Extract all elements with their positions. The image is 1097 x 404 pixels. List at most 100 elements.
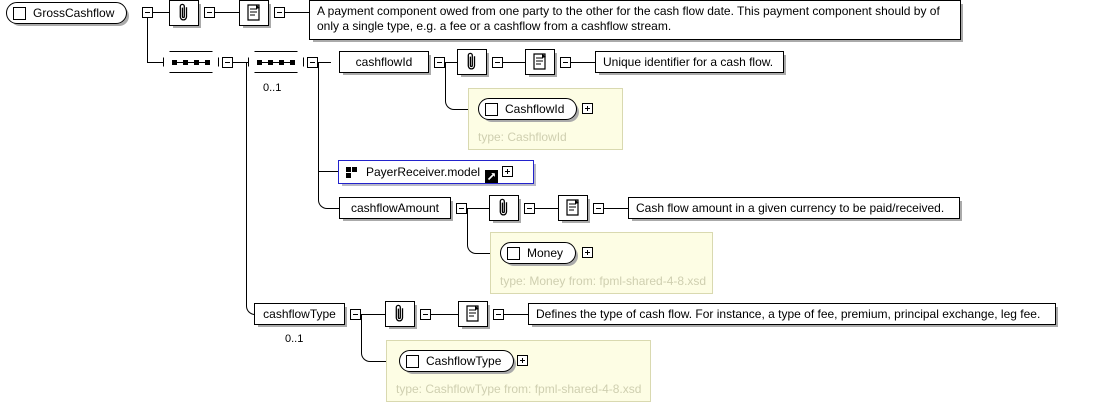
root-element-grosscashflow[interactable]: GrossCashflow xyxy=(6,2,128,24)
expand-toggle-cashflowid-type[interactable] xyxy=(582,103,593,114)
collapse-toggle-annotation-cashflowid[interactable] xyxy=(492,57,503,68)
connector-line xyxy=(445,62,446,85)
type-reference-label: CashflowType xyxy=(426,354,502,368)
documentation-icon-cashflowamount[interactable] xyxy=(558,195,588,221)
element-icon xyxy=(406,354,419,368)
connector-line xyxy=(215,12,239,13)
connector-line xyxy=(458,109,468,110)
connector-line xyxy=(604,208,628,209)
type-panel-cashflowid: CashflowId type: CashflowId xyxy=(468,88,623,150)
type-panel-cashflowtype: CashflowType type: CashflowType from: fp… xyxy=(386,340,651,402)
connector-line xyxy=(318,62,319,200)
connector-elbow xyxy=(361,340,376,362)
documentation-icon-cashflowid[interactable] xyxy=(525,49,555,75)
documentation-icon-root[interactable] xyxy=(239,0,269,26)
root-element-label: GrossCashflow xyxy=(33,6,115,20)
annotation-icon-cashflowtype[interactable] xyxy=(385,301,415,327)
connector-line xyxy=(431,314,458,315)
type-reference-label: CashflowId xyxy=(505,102,565,116)
element-cashflowtype[interactable]: cashflowType xyxy=(254,303,345,325)
annotation-icon-cashflowamount[interactable] xyxy=(489,195,519,221)
paperclip-icon xyxy=(467,52,476,70)
element-icon xyxy=(485,102,498,116)
collapse-toggle-sequence-inner[interactable] xyxy=(307,57,318,68)
documentation-icon-cashflowtype[interactable] xyxy=(458,301,488,327)
connector-line xyxy=(467,208,489,209)
collapse-toggle-cashflowamount[interactable] xyxy=(456,203,467,214)
description-cashflowid: Unique identifier for a cash flow. xyxy=(595,51,784,73)
type-reference-money[interactable]: Money xyxy=(500,242,577,264)
cardinality-cashflowtype: 0..1 xyxy=(285,333,304,345)
collapse-toggle-documentation-cashflowamount[interactable] xyxy=(593,203,604,214)
element-cashflowid[interactable]: cashflowId xyxy=(339,51,429,73)
connector-line xyxy=(467,208,468,232)
connector-line xyxy=(374,361,386,362)
type-reference-cashflowtype[interactable]: CashflowType xyxy=(399,350,515,372)
type-panel-label: type: CashflowId xyxy=(478,130,567,144)
connector-line xyxy=(147,18,148,62)
document-scroll-icon xyxy=(566,199,579,216)
connector-line xyxy=(504,314,528,315)
collapse-toggle-documentation-cashflowtype[interactable] xyxy=(493,309,504,320)
description-cashflowtype: Defines the type of cash flow. For insta… xyxy=(528,303,1056,325)
connector-line xyxy=(571,62,595,63)
collapse-toggle-annotation-cashflowamount[interactable] xyxy=(524,203,535,214)
type-panel-label: type: CashflowType from: fpml-shared-4-8… xyxy=(396,382,642,396)
document-scroll-icon xyxy=(466,305,479,322)
connector-line xyxy=(285,12,309,13)
collapse-toggle-cashflowid[interactable] xyxy=(434,57,445,68)
sequence-icon xyxy=(172,59,210,65)
type-panel-label: type: Money from: fpml-shared-4-8.xsd xyxy=(500,274,707,288)
collapse-toggle-annotation-cashflowtype[interactable] xyxy=(420,309,431,320)
type-reference-label: Money xyxy=(527,246,564,260)
connector-line xyxy=(361,314,385,315)
connector-line xyxy=(318,171,338,172)
annotation-icon-cashflowid[interactable] xyxy=(457,49,487,75)
sequence-compositor-outer[interactable] xyxy=(163,51,219,73)
group-icon xyxy=(346,166,358,178)
connector-line xyxy=(535,208,558,209)
connector-line xyxy=(233,62,246,63)
connector-line xyxy=(361,314,362,340)
connector-line xyxy=(153,12,169,13)
external-link-icon[interactable] xyxy=(485,170,498,183)
type-panel-money: Money type: Money from: fpml-shared-4-8.… xyxy=(490,232,713,294)
paperclip-icon xyxy=(499,198,508,216)
description-root: A payment component owed from one party … xyxy=(309,0,961,40)
document-scroll-icon xyxy=(247,4,260,21)
connector-line xyxy=(246,62,247,304)
sequence-compositor-inner[interactable] xyxy=(248,51,304,73)
connector-line xyxy=(318,62,331,63)
element-icon xyxy=(13,6,26,20)
connector-line xyxy=(147,62,163,63)
group-reference-label: PayerReceiver.model xyxy=(366,165,481,179)
expand-toggle-money-type[interactable] xyxy=(582,247,593,258)
collapse-toggle-sequence-outer[interactable] xyxy=(222,57,233,68)
collapse-toggle-cashflowtype[interactable] xyxy=(350,309,361,320)
document-scroll-icon xyxy=(533,53,546,70)
collapse-toggle-annotation-root[interactable] xyxy=(204,7,215,18)
connector-line xyxy=(331,208,339,209)
element-cashflowamount[interactable]: cashflowAmount xyxy=(339,197,451,219)
connector-line xyxy=(480,253,490,254)
collapse-toggle-documentation-root[interactable] xyxy=(274,7,285,18)
paperclip-icon xyxy=(179,3,188,21)
expand-toggle-payerreceiver-model[interactable] xyxy=(502,166,513,177)
connector-elbow xyxy=(467,232,482,254)
sequence-icon xyxy=(257,59,295,65)
group-reference-payerreceiver-model[interactable]: PayerReceiver.model xyxy=(338,160,534,184)
connector-line xyxy=(503,62,525,63)
collapse-toggle-documentation-cashflowid[interactable] xyxy=(560,57,571,68)
collapse-toggle-root[interactable] xyxy=(142,7,153,18)
connector-elbow xyxy=(246,296,261,315)
paperclip-icon xyxy=(395,304,404,322)
connector-elbow xyxy=(318,191,333,209)
element-icon xyxy=(507,246,520,260)
connector-line xyxy=(445,62,457,63)
annotation-icon-root[interactable] xyxy=(169,0,199,26)
cardinality-sequence-inner: 0..1 xyxy=(263,82,282,94)
description-cashflowamount: Cash flow amount in a given currency to … xyxy=(628,197,960,219)
type-reference-cashflowid[interactable]: CashflowId xyxy=(478,98,578,120)
expand-toggle-cashflowtype-type[interactable] xyxy=(517,355,528,366)
